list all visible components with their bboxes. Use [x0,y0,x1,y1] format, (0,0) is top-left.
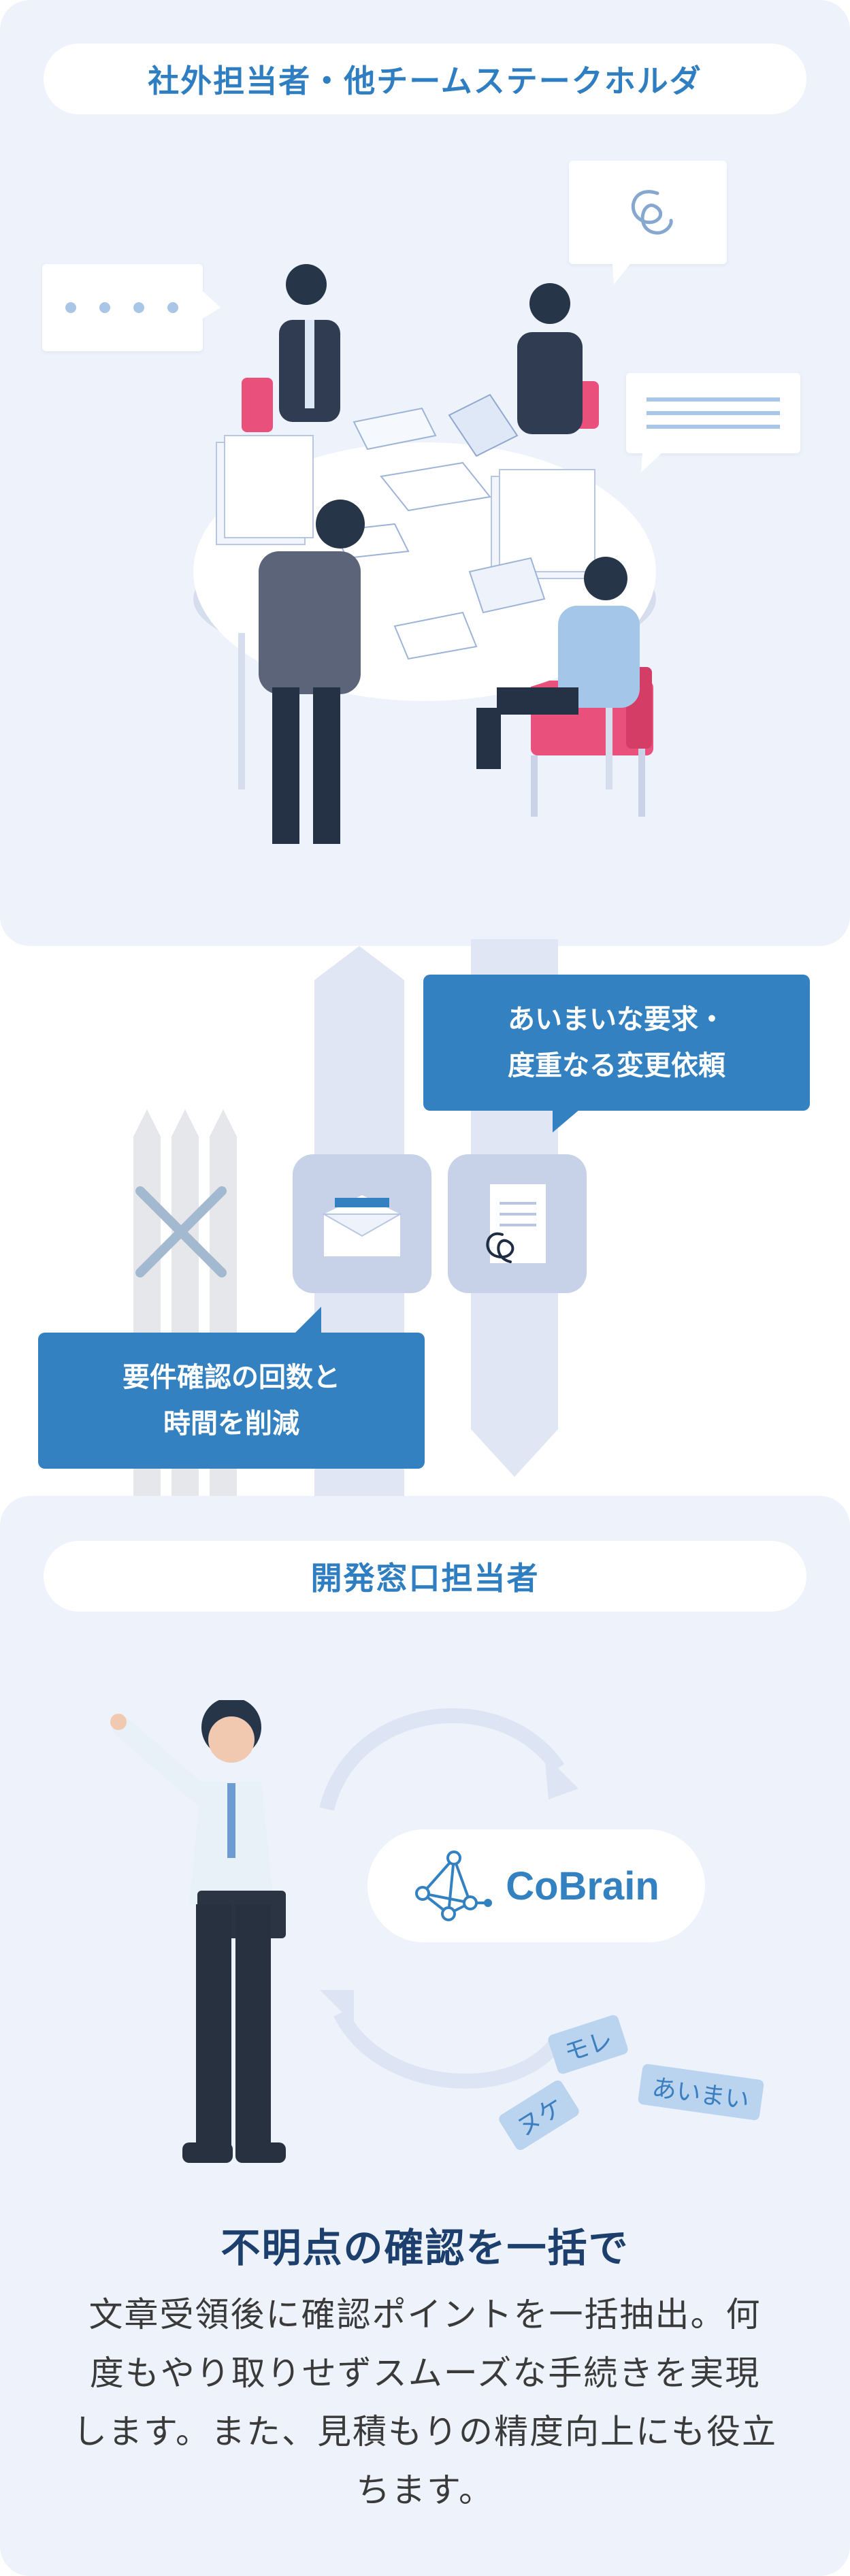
request-callout: あいまいな要求・ 度重なる変更依頼 [423,975,810,1111]
developer-person-illustration [110,1700,286,2163]
developer-label-pill: 開発窓口担当者 [44,1541,806,1612]
reduce-callout-line-1: 要件確認の回数と [122,1362,340,1393]
description-line-2: 度もやり取りせずスムーズな手続きを実現 [89,2353,761,2393]
description: 文章受領後に確認ポイントを一括抽出。何 度もやり取りせずスムーズな手続きを実現 … [48,2285,802,2520]
description-line-4: ちます。 [356,2471,494,2510]
cobrain-badge: CoBrain [367,1829,705,1942]
headline: 不明点の確認を一括で [220,2225,630,2271]
text-lines-icon [641,397,780,472]
meeting-illustration [193,264,656,844]
envelope-icon [321,1195,403,1256]
request-callout-line-2: 度重なる変更依頼 [508,1050,725,1081]
request-callout-line-1: あいまいな要求・ [508,1004,725,1035]
developer-label: 開発窓口担当者 [310,1560,540,1597]
stakeholder-panel: 社外担当者・他チームステークホルダ [0,0,850,946]
reduce-callout: 要件確認の回数と 時間を削減 [38,1333,425,1469]
request-callout-tail [553,1109,580,1132]
reduce-callout-line-2: 時間を削減 [163,1408,299,1439]
lines-speech-bubble [626,373,800,472]
network-icon [415,1851,493,1921]
description-line-1: 文章受領後に確認ポイントを一括抽出。何 [88,2295,762,2334]
scribble-speech-bubble [569,161,727,284]
dots-speech-bubble [42,264,220,351]
stakeholder-label: 社外担当者・他チームステークホルダ [148,63,702,99]
developer-panel: 開発窓口担当者 CoBrain モレ ヌケ あいまい [0,1496,850,2576]
dots-icon [65,291,220,319]
document-tile [448,1154,587,1293]
description-line-3: します。また、見積もりの精度向上にも役立 [73,2412,777,2451]
reduce-callout-tail [294,1307,321,1334]
cycle-arrows [319,1708,578,2089]
envelope-tile [293,1154,431,1293]
document-scribble-icon [486,1184,546,1263]
stakeholder-label-pill: 社外担当者・他チームステークホルダ [44,44,806,114]
cobrain-logo-text: CoBrain [506,1863,659,1908]
scribble-icon [612,190,673,284]
